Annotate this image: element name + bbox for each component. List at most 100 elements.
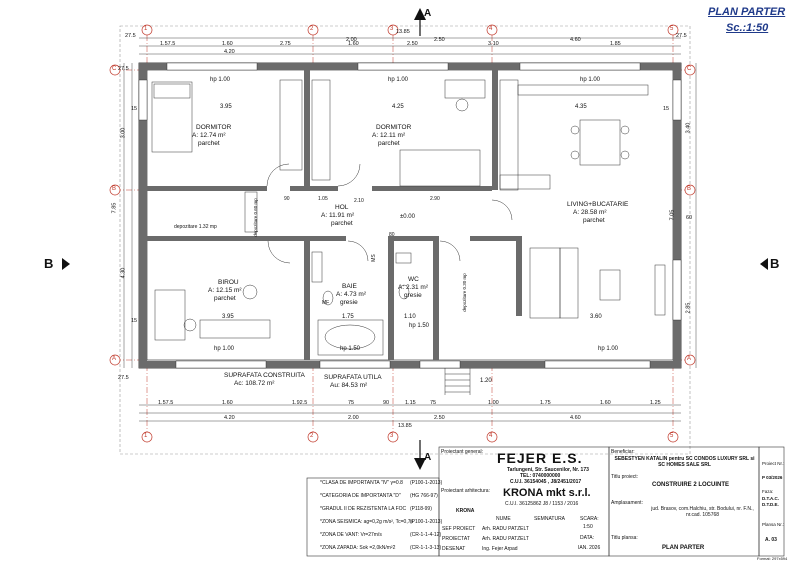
plansa-value: A. 03 — [765, 537, 777, 543]
room-name: WC — [408, 276, 419, 283]
titlu-plansa-value: PLAN PARTER — [662, 545, 705, 551]
dim-left-1: 3.00 — [120, 127, 127, 139]
room-floor: gresie — [404, 292, 422, 299]
room-area: A: 12.74 m² — [192, 132, 226, 139]
scara-value: 1:50 — [583, 524, 593, 530]
proiect-nr-label: Proiect Nr.: — [762, 461, 785, 466]
plan-scale: Sc.:1:50 — [726, 22, 769, 34]
axis-label-1-bottom: 1 — [144, 433, 148, 439]
axis-label-1-top: 1 — [144, 26, 148, 32]
dim-bottom-1: 1.60 — [222, 400, 233, 406]
room-birou: BIROU A: 12.15 m² parchet — [208, 279, 242, 303]
section-label-bottom: A — [424, 452, 432, 463]
label-depozitare-3: depozitare 0.30 mp — [461, 273, 467, 312]
beneficiar-value: SEBESTYEN KATALIN pentru SC CONDOS LUXUR… — [614, 456, 755, 468]
room-area: A: 4.73 m² — [336, 291, 366, 298]
axis-label-b-left: B — [112, 186, 117, 192]
titlu-proiect-label: Titlu proiect: — [611, 474, 639, 480]
amplasament-label: Amplasament: — [611, 500, 643, 506]
room-name: BIROU — [218, 279, 239, 286]
fejer-cui: C.U.I. 36154045 , J8/2451/2017 — [510, 479, 582, 485]
axis-label-c-right: C — [687, 66, 692, 72]
room-baie: BAIE A: 4.73 m² gresie — [336, 283, 366, 307]
surface-utila-value: Au: 84.53 m² — [330, 382, 368, 389]
dim-bottom-7: 1.00 — [488, 400, 499, 406]
fejer-tel: TEL: 0740000000 — [520, 473, 561, 479]
label-hp1: hp 1.00 — [210, 77, 231, 83]
label-ms: MS — [370, 254, 377, 262]
proiectat-label: PROIECTAT — [442, 536, 470, 542]
section-marks — [62, 8, 768, 470]
label-hp2: hp 1.00 — [388, 77, 409, 83]
interior-walls — [147, 70, 522, 360]
dim-bottom-axis-0: 4.20 — [224, 415, 235, 421]
label-360: 3.60 — [590, 314, 602, 320]
amplasament-value: jud. Brasov, com.Halchiu, str. Bodului, … — [651, 506, 754, 518]
label-175: 1.75 — [342, 314, 354, 320]
dim-right-2: 2.85 — [685, 302, 692, 314]
axis-label-c-left: C — [112, 66, 117, 72]
axis-label-3-bottom: 3 — [390, 433, 394, 439]
label-hp7: hp 1.50 — [409, 323, 430, 329]
label-210: 2.10 — [354, 198, 364, 204]
dim-top-axis-2: 2.50 — [434, 37, 445, 43]
label-level: ±0.00 — [400, 214, 415, 220]
room-name: DORMITOR — [376, 124, 412, 131]
label-hp6: hp 1.50 — [340, 346, 361, 352]
dim-top-2: 1.60 — [222, 41, 233, 47]
axis-label-2-bottom: 2 — [310, 433, 314, 439]
room-floor: gresie — [340, 299, 358, 306]
norm-1: (HG 766-97) — [410, 493, 438, 499]
room-floor: parchet — [331, 220, 353, 227]
dim-top-axis-1: 2.00 — [346, 37, 357, 43]
axis-label-4-top: 4 — [489, 26, 493, 32]
plan-title: PLAN PARTER — [708, 6, 786, 18]
dim-right-3: 60 — [686, 215, 693, 221]
room-dormitor-2: DORMITOR A: 12.11 m² parchet — [372, 124, 411, 148]
label-depozitare-2: depozitare 0.60 mp — [252, 198, 258, 237]
titlu-proiect-value: CONSTRUIRE 2 LOCUINTE — [652, 482, 730, 488]
format-label: Format: 297x594 — [757, 556, 788, 561]
dim-bottom-total: 13.85 — [398, 423, 412, 429]
dim-left-0: 27.5 — [118, 66, 129, 72]
dim-bottom-6: 75 — [430, 400, 437, 406]
dim-left-5: 15 — [131, 106, 138, 112]
label-290: 2.90 — [430, 196, 440, 202]
note-0: *CLASA DE IMPORTANTA "IV" γ=0.8 — [320, 480, 403, 486]
exterior-walls — [138, 62, 682, 369]
room-name: LIVING+BUCATARIE — [567, 201, 629, 208]
axis-label-2-top: 2 — [310, 26, 314, 32]
door-swings — [266, 163, 513, 264]
room-floor: parchet — [378, 140, 400, 147]
fejer-address: Tarlungeni, Str. Saucenilor, Nr. 173 — [507, 467, 589, 473]
room-area: A: 11.91 m² — [321, 212, 355, 219]
dim-top-4: 1.60 — [348, 41, 359, 47]
col-nume: NUME — [496, 516, 511, 522]
note-4: *ZONA DE VANT: Vr=27m/s — [320, 532, 382, 538]
label-425: 4.25 — [392, 104, 404, 110]
label-80: 80 — [389, 232, 395, 238]
axis-label-b-right: B — [687, 186, 692, 192]
label-hp4: hp 1.00 — [214, 346, 235, 352]
room-floor: parchet — [198, 140, 220, 147]
norm-5: (CR-1-1-3-13) — [410, 545, 442, 551]
dim-top-axis-3: 4.60 — [570, 37, 581, 43]
dim-left-4: 27.5 — [118, 375, 129, 381]
drawing-frame — [119, 25, 691, 455]
room-living: LIVING+BUCATARIE A: 28.58 m² parchet — [567, 201, 628, 225]
desenat-label: DESENAT — [442, 546, 466, 552]
dim-bottom-5: 1.15 — [405, 400, 416, 406]
dim-bottom-axis-1: 2.00 — [348, 415, 359, 421]
section-label-right: B — [770, 256, 780, 271]
dim-top-8: 27.5 — [676, 33, 687, 39]
label-mf: MF — [322, 300, 330, 306]
faza-value: D.T.A.C. D.T.D.E. — [762, 496, 780, 507]
norm-3: (P100-1-2013) — [410, 519, 443, 525]
note-1: *CATEGORIA DE IMPORTANTA "D" — [320, 493, 401, 499]
dim-bottom-0: 1.57.5 — [158, 400, 174, 406]
col-semnatura: SEMNATURA — [534, 516, 566, 522]
dim-left-3: 4.30 — [120, 267, 127, 279]
label-hp3: hp 1.00 — [580, 77, 601, 83]
krona-cui: C.U.I. 36125862 J8 / 1153 / 2016 — [505, 501, 579, 507]
